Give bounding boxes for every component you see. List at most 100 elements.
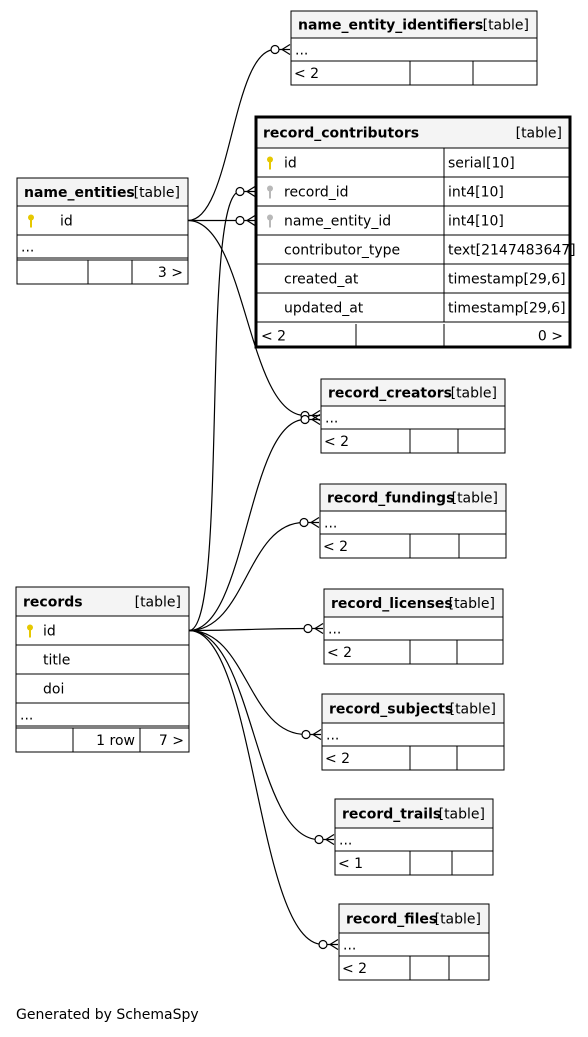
relationship-line xyxy=(188,521,319,632)
parents-count: < 2 xyxy=(261,329,286,345)
crows-foot-icon xyxy=(299,516,320,529)
column-type: timestamp[29,6] xyxy=(448,272,566,288)
table-record-trails[interactable]: record_trails[table]... < 1 xyxy=(334,798,494,876)
table-name: record_files xyxy=(346,912,437,928)
table-name: record_creators xyxy=(328,386,452,402)
crows-foot-icon xyxy=(235,185,256,198)
more-columns-ellipsis: ... xyxy=(324,516,337,532)
column-name: record_id xyxy=(284,185,349,201)
column-name: updated_at xyxy=(284,301,364,317)
more-columns-ellipsis: ... xyxy=(328,622,341,638)
parents-count: < 2 xyxy=(325,751,350,767)
table-header-bg xyxy=(291,11,537,38)
parents-count: < 1 xyxy=(338,856,363,872)
tables-layer: name_entity_identifiers[table]...< 2reco… xyxy=(15,10,576,981)
table-border xyxy=(290,10,538,86)
table-header-bg xyxy=(320,484,506,511)
table-header-bg xyxy=(321,379,505,406)
crows-foot-icon xyxy=(270,43,291,56)
column-row: record_id int4[10] xyxy=(267,185,504,201)
optional-circle-icon xyxy=(301,729,311,740)
table-type-label: [table] xyxy=(483,18,529,34)
table-name: record_fundings xyxy=(327,491,454,507)
table-record-creators[interactable]: record_creators[table]... < 2 xyxy=(320,378,506,454)
relationship-line xyxy=(188,629,321,736)
optional-circle-icon xyxy=(299,517,309,528)
table-type-label: [table] xyxy=(451,386,497,402)
parents-count: < 2 xyxy=(294,66,319,82)
children-count: 0 > xyxy=(538,329,563,345)
relationship-line xyxy=(188,190,255,632)
table-type-label: [table] xyxy=(435,912,481,928)
more-columns-ellipsis: ... xyxy=(326,728,339,744)
generated-by-label: Generated by SchemaSpy xyxy=(16,1007,199,1023)
relationship-line xyxy=(188,629,338,946)
foreign-key-icon xyxy=(267,185,273,199)
column-row: id xyxy=(28,214,73,230)
more-columns-ellipsis: ... xyxy=(339,833,352,849)
crows-foot-icon xyxy=(314,833,335,846)
relationship-line xyxy=(188,627,323,632)
relationship-line xyxy=(187,219,320,417)
table-border xyxy=(323,588,504,665)
crows-foot-icon xyxy=(235,214,256,227)
table-border xyxy=(16,177,189,285)
column-type: int4[10] xyxy=(448,214,504,230)
table-record-fundings[interactable]: record_fundings[table]... < 2 xyxy=(319,483,507,559)
table-border xyxy=(15,586,190,753)
table-border xyxy=(320,378,506,454)
optional-circle-icon xyxy=(270,44,280,55)
table-record-licenses[interactable]: record_licenses[table]...< 2 xyxy=(323,588,504,665)
table-header-bg xyxy=(339,904,489,933)
crows-foot-icon xyxy=(300,413,321,426)
column-row: id xyxy=(27,624,56,640)
column-type: int4[10] xyxy=(448,185,504,201)
parents-count: < 2 xyxy=(327,645,352,661)
table-type-label: [table] xyxy=(439,807,485,823)
primary-key-icon xyxy=(267,156,273,170)
parents-count: < 2 xyxy=(324,434,349,450)
table-header-bg xyxy=(256,117,570,148)
table-header-bg xyxy=(16,587,189,616)
column-name: created_at xyxy=(284,272,359,288)
relationship-line xyxy=(188,629,334,841)
column-name: doi xyxy=(43,682,64,698)
primary-key-icon xyxy=(27,624,33,638)
table-name: name_entities xyxy=(24,185,135,201)
more-columns-ellipsis: ... xyxy=(343,938,356,954)
table-type-label: [table] xyxy=(134,185,180,201)
column-row: created_at timestamp[29,6] xyxy=(284,272,566,288)
relationship-lines xyxy=(187,48,338,946)
more-columns-ellipsis: ... xyxy=(21,240,34,256)
table-name: record_contributors xyxy=(263,126,419,142)
table-name: name_entity_identifiers xyxy=(298,18,483,34)
table-name: record_subjects xyxy=(329,702,453,718)
children-count: 7 > xyxy=(159,733,184,749)
parents-count: < 2 xyxy=(323,539,348,555)
table-name: record_trails xyxy=(342,807,441,823)
table-type-label: [table] xyxy=(135,595,181,611)
column-type: serial[10] xyxy=(448,156,515,172)
table-border xyxy=(254,115,572,349)
table-name-entity-identifiers[interactable]: name_entity_identifiers[table]...< 2 xyxy=(290,10,538,86)
table-header-bg xyxy=(322,694,504,723)
table-name-entities[interactable]: name_entities[table] id... 3 > xyxy=(16,177,189,285)
relationship-markers xyxy=(235,43,339,951)
table-record-files[interactable]: record_files[table]...< 2 xyxy=(338,903,490,981)
optional-circle-icon xyxy=(300,414,310,425)
table-record-subjects[interactable]: record_subjects[table]...< 2 xyxy=(321,693,505,771)
column-row: title xyxy=(43,653,70,669)
more-columns-ellipsis: ... xyxy=(325,411,338,427)
column-type: text[2147483647] xyxy=(448,243,576,259)
optional-circle-icon xyxy=(303,623,313,634)
table-type-label: [table] xyxy=(516,126,562,142)
table-type-label: [table] xyxy=(452,491,498,507)
table-type-label: [table] xyxy=(449,596,495,612)
children-count: 3 > xyxy=(158,265,183,281)
schema-diagram: name_entity_identifiers[table]...< 2reco… xyxy=(15,10,576,981)
